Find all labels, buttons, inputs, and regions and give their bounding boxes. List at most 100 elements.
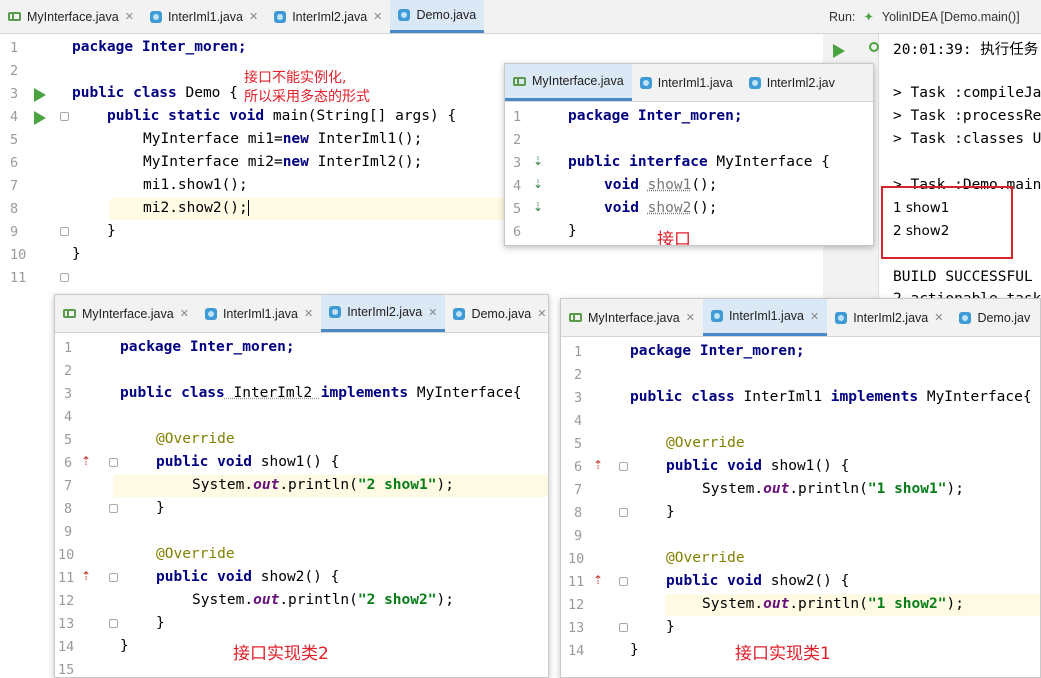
- class-icon: [748, 76, 761, 89]
- close-icon[interactable]: ✕: [685, 312, 695, 324]
- tab-interiml2[interactable]: InterIml2.jav: [741, 64, 843, 101]
- line-number: 10: [58, 547, 75, 563]
- class-icon: [835, 311, 848, 324]
- line-number: 7: [64, 478, 73, 494]
- run-header: Run: ✦ YolinIDEA [Demo.main()]: [823, 0, 1041, 34]
- panel-caption: 接口实现类1: [735, 644, 831, 664]
- run-config-name[interactable]: YolinIDEA [Demo.main()]: [881, 9, 1020, 24]
- close-icon[interactable]: ✕: [428, 306, 438, 319]
- tab-demo[interactable]: Demo.jav: [951, 299, 1038, 336]
- line-number: 7: [10, 178, 19, 194]
- class-icon: [329, 306, 342, 318]
- close-icon[interactable]: ✕: [373, 11, 383, 23]
- implemented-icon[interactable]: ⇣: [533, 154, 544, 168]
- line-number: 10: [10, 247, 27, 263]
- tab-myinterface[interactable]: MyInterface.java ✕: [55, 295, 197, 332]
- tab-label: InterIml1.java: [657, 75, 733, 90]
- line-number: 9: [10, 224, 19, 240]
- override-icon[interactable]: ⇡: [81, 569, 92, 583]
- tab-interiml2[interactable]: InterIml2.java✕: [266, 0, 390, 33]
- tab-interiml1[interactable]: InterIml1.java: [632, 64, 741, 101]
- close-icon[interactable]: ✕: [248, 11, 259, 23]
- fold-marker-icon[interactable]: [619, 508, 628, 517]
- tab-label: MyInterface.java: [82, 306, 174, 321]
- fold-marker-icon[interactable]: [619, 462, 628, 471]
- code-line: package Inter_moren;: [568, 108, 743, 124]
- fold-marker-icon[interactable]: [619, 623, 628, 632]
- tab-interiml2[interactable]: InterIml2.java✕: [321, 295, 446, 332]
- panel-tab-bar: MyInterface.java InterIml1.java InterIml…: [505, 64, 873, 102]
- tab-myinterface[interactable]: MyInterface.java ✕: [0, 0, 142, 33]
- code-line: }: [120, 638, 129, 654]
- line-number: 12: [568, 597, 585, 613]
- fold-marker-icon[interactable]: [109, 573, 118, 582]
- interface-icon: [8, 12, 21, 21]
- code-line: public interface MyInterface {: [568, 154, 830, 170]
- line-number: 5: [64, 432, 73, 448]
- rerun-icon[interactable]: [833, 44, 845, 58]
- override-icon[interactable]: ⇡: [593, 573, 604, 587]
- code-line: }: [568, 223, 577, 239]
- run-config-icon: ✦: [863, 10, 874, 24]
- interface-icon: [63, 309, 76, 318]
- code-line: @Override: [156, 431, 235, 447]
- code-line: MyInterface mi1=new InterIml1();: [143, 131, 423, 147]
- close-icon[interactable]: ✕: [537, 308, 547, 320]
- console-line: 2 show2: [893, 223, 950, 239]
- code-line: package Inter_moren;: [72, 39, 247, 55]
- tab-demo[interactable]: Demo.java: [390, 0, 485, 33]
- class-icon: [710, 310, 723, 322]
- line-number: 2: [64, 363, 73, 379]
- tab-interiml1[interactable]: InterIml1.java✕: [702, 299, 828, 336]
- panel-tab-bar: MyInterface.java ✕ InterIml1.java✕ InterI…: [561, 299, 1040, 337]
- tab-label: Demo.jav: [977, 310, 1031, 325]
- fold-marker-icon[interactable]: [60, 273, 69, 282]
- run-class-icon[interactable]: [34, 88, 46, 102]
- code-line: public class Demo {: [72, 85, 238, 101]
- code-line: }: [156, 615, 165, 631]
- close-icon[interactable]: ✕: [934, 312, 944, 324]
- code-line: package Inter_moren;: [630, 343, 805, 359]
- line-number: 12: [58, 593, 75, 609]
- tab-interiml1[interactable]: InterIml1.java ✕: [197, 295, 321, 332]
- line-number: 8: [10, 201, 19, 217]
- fold-marker-icon[interactable]: [619, 577, 628, 586]
- fold-marker-icon[interactable]: [60, 112, 69, 121]
- override-icon[interactable]: ⇡: [81, 454, 92, 468]
- tab-interiml1[interactable]: InterIml1.java ✕: [142, 0, 266, 33]
- close-icon[interactable]: ✕: [303, 308, 314, 320]
- fold-marker-icon[interactable]: [109, 504, 118, 513]
- code-line: mi1.show1();: [143, 177, 248, 193]
- tab-label: MyInterface.java: [588, 310, 680, 325]
- line-number: 1: [513, 109, 522, 125]
- close-icon[interactable]: ✕: [179, 308, 189, 320]
- fold-marker-icon[interactable]: [109, 619, 118, 628]
- implemented-icon[interactable]: ⇣: [533, 200, 544, 214]
- tab-label: InterIml1.java: [222, 306, 298, 321]
- fold-marker-icon[interactable]: [109, 458, 118, 467]
- tab-demo[interactable]: Demo.java✕: [445, 295, 548, 332]
- close-icon[interactable]: ✕: [809, 310, 820, 323]
- override-icon[interactable]: ⇡: [593, 458, 604, 472]
- tab-interiml2[interactable]: InterIml2.java✕: [827, 299, 951, 336]
- fold-marker-icon[interactable]: [60, 227, 69, 236]
- line-number: 1: [10, 40, 19, 56]
- code-line: void show1();: [604, 177, 718, 193]
- run-main-icon[interactable]: [34, 111, 46, 125]
- line-number: 4: [64, 409, 73, 425]
- tab-label: InterIml1.java: [167, 9, 243, 24]
- code-line: }: [666, 619, 675, 635]
- line-number: 8: [64, 501, 73, 517]
- close-icon[interactable]: ✕: [124, 11, 134, 23]
- class-icon: [398, 9, 411, 21]
- tab-label: MyInterface.java: [27, 9, 119, 24]
- tab-myinterface[interactable]: MyInterface.java: [505, 64, 632, 101]
- line-number: 1: [64, 340, 73, 356]
- code-line: @Override: [666, 550, 745, 566]
- tab-label: MyInterface.java: [532, 74, 624, 88]
- tab-myinterface[interactable]: MyInterface.java ✕: [561, 299, 703, 336]
- line-number: 11: [58, 570, 75, 586]
- current-line-highlight: [110, 198, 510, 220]
- current-line-highlight: [113, 475, 548, 497]
- implemented-icon[interactable]: ⇣: [533, 177, 544, 191]
